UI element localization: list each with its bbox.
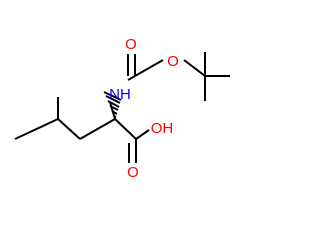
bond-carbonyl-carbon-to-ester-oxygen [134, 59, 164, 77]
atom-label-o-ester: O [167, 53, 179, 70]
atom-labels: O O NH OH O [109, 36, 179, 181]
bond-carboxyl-carbon-to-oh [135, 129, 150, 140]
atom-label-oh: OH [151, 120, 174, 137]
bond-ch-to-methyl-left [14, 118, 59, 140]
atom-label-nh: NH [109, 86, 131, 103]
bond-ester-oxygen-to-tbutyl-carbon [183, 59, 206, 77]
atom-label-o-carbonyl-boc: O [125, 36, 137, 53]
bond-alpha-carbon-to-ch2 [79, 118, 116, 140]
bond-ch2-to-ch [57, 118, 81, 140]
bond-alpha-carbon-to-carboxyl-carbon [114, 118, 137, 140]
bond-carbonyl-carbon-to-nh [127, 75, 136, 81]
molecule-drawing: O O NH OH O [14, 36, 230, 181]
atom-label-o-carbonyl-acid: O [127, 164, 139, 181]
structure-diagram: O O NH OH O [14, 36, 230, 181]
hashed-wedge-alpha-methyl [103, 91, 122, 118]
bonds [14, 52, 230, 163]
